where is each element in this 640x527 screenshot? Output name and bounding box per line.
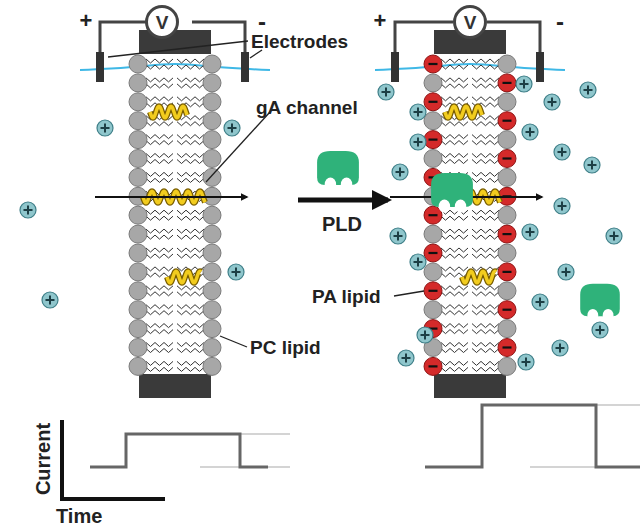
- cation-symbol: [554, 144, 570, 160]
- PLD-enzyme: [431, 173, 473, 213]
- cation-symbol: [392, 164, 408, 180]
- cation-symbol: [584, 157, 600, 173]
- leader-line: [206, 112, 270, 182]
- enzyme-label: PLD: [322, 214, 362, 234]
- electrode: [391, 52, 399, 82]
- cation-symbol: [417, 327, 433, 343]
- axes: [62, 420, 165, 499]
- PLD-enzyme: [317, 151, 359, 191]
- cation-symbol: [522, 124, 538, 140]
- gA-helix: [167, 271, 201, 282]
- support-block: [139, 374, 211, 398]
- part-label: PA lipid: [312, 287, 381, 306]
- cation-symbol: [42, 292, 58, 308]
- cation-symbol: [378, 84, 394, 100]
- cation-symbol: [552, 340, 568, 356]
- cation-symbol: [97, 120, 113, 136]
- cation-symbol: [410, 254, 426, 270]
- cation-symbol: [544, 94, 560, 110]
- cation-symbol: [606, 228, 622, 244]
- cation-symbol: [518, 354, 534, 370]
- leader-line: [250, 50, 262, 58]
- cation-symbol: [532, 294, 548, 310]
- cation-symbol: [516, 76, 532, 92]
- part-label: PC lipid: [250, 338, 321, 357]
- leader-line: [108, 41, 248, 57]
- cation-symbol: [20, 202, 36, 218]
- leader-line: [394, 291, 424, 296]
- leader-line: [220, 336, 247, 347]
- support-block: [434, 374, 506, 398]
- lipid-bilayer: [129, 55, 221, 375]
- electrode: [536, 52, 544, 82]
- voltmeter-symbol: V: [156, 13, 169, 32]
- reference-line: [530, 405, 640, 467]
- reaction-arrow: [298, 198, 388, 203]
- reference-line: [200, 434, 290, 467]
- cation-symbol: [580, 82, 596, 98]
- axis-label: Time: [56, 506, 102, 526]
- bilayer-setup: [20, 22, 270, 398]
- cation-symbol: [554, 198, 570, 214]
- cation-symbol: [592, 322, 608, 338]
- voltmeter: V: [145, 5, 179, 39]
- ion-flow-arrow: [95, 196, 247, 198]
- electrode: [96, 52, 104, 82]
- cation-symbol: [410, 104, 426, 120]
- current-trace: [90, 434, 268, 467]
- cation-symbol: [390, 228, 406, 244]
- cation-symbol: [224, 120, 240, 136]
- electrode: [241, 52, 249, 82]
- polarity-sign: +: [374, 10, 387, 32]
- cation-symbol: [228, 264, 244, 280]
- axis-label: Current: [33, 423, 53, 495]
- current-trace: [425, 405, 640, 467]
- PLD-enzyme: [580, 284, 620, 322]
- voltmeter-symbol: V: [464, 13, 477, 32]
- gA-helix: [462, 271, 496, 282]
- bilayer-setup: [375, 22, 622, 398]
- cation-symbol: [410, 134, 426, 150]
- voltmeter: V: [453, 5, 487, 39]
- cation-symbol: [558, 264, 574, 280]
- lipid-bilayer: [424, 55, 516, 375]
- part-label: Electrodes: [251, 32, 348, 51]
- gA-helix: [445, 106, 482, 117]
- polarity-sign: -: [258, 10, 266, 34]
- gA-helix: [150, 106, 187, 117]
- cation-symbol: [398, 350, 414, 366]
- part-label: gA channel: [256, 98, 358, 117]
- polarity-sign: -: [556, 10, 564, 34]
- polarity-sign: +: [80, 10, 93, 32]
- cation-symbol: [522, 224, 538, 240]
